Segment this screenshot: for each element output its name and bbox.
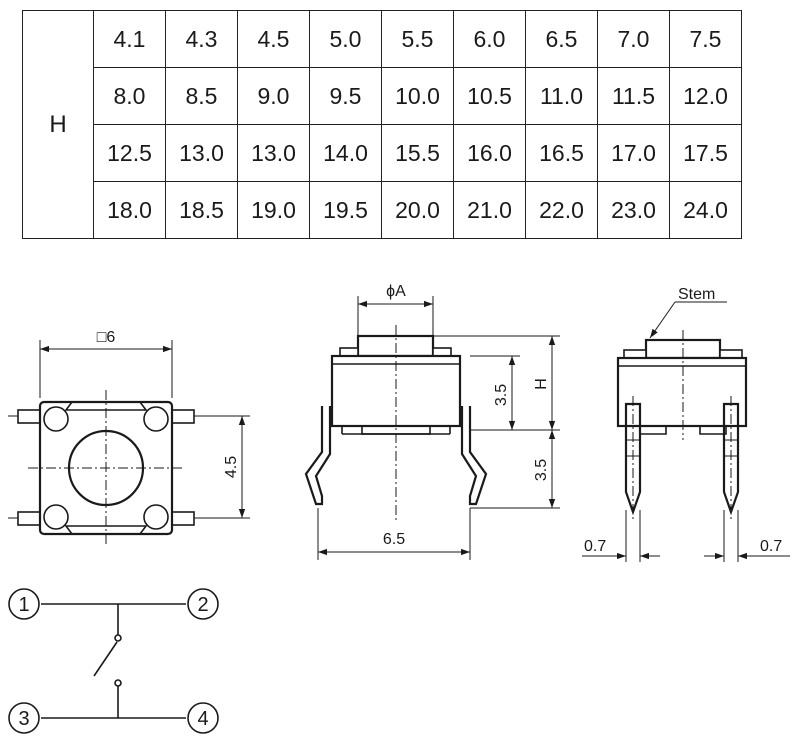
corner-boss [143,406,169,432]
pin-1-label: 1 [18,594,29,616]
body-chamfer [64,525,148,535]
table-cell: 7.5 [669,10,742,68]
pin-3-marker [8,702,40,734]
table-cell: 7.0 [597,10,670,68]
table-row: 18.0 18.5 19.0 19.5 20.0 21.0 22.0 23.0 … [23,181,742,239]
lead-span-label: 6.5 [383,531,405,548]
body-ledge [432,347,452,357]
pin-3-label: 3 [18,708,29,730]
side-view: Stem 0.7 0.7 [582,286,790,562]
table-cell: 5.5 [381,10,454,68]
table-cell: 17.5 [669,124,742,182]
table-cell: 12.5 [93,124,166,182]
corner-boss [143,504,169,530]
table-cell: 6.5 [525,10,598,68]
pin-1-marker [8,588,40,620]
body-ledge [339,347,359,357]
table-cell: 20.0 [381,181,454,239]
body-ledge [719,349,743,359]
table-cell: 8.5 [165,67,238,125]
body-chamfer [64,401,148,411]
switch-lever [93,641,118,677]
switch-schematic: 1 2 3 4 [8,588,219,734]
pitch-label: 4.5 [223,456,240,478]
height-table: H 4.1 4.3 4.5 5.0 5.5 6.0 6.5 7.0 7.5 8.… [22,10,742,239]
top-view: □6 4.5 [8,329,250,546]
table-cell: 10.5 [453,67,526,125]
table-cell: 18.0 [93,181,166,239]
table-cell: 23.0 [597,181,670,239]
table-row: 12.5 13.0 13.0 14.0 15.5 16.0 16.5 17.0 … [23,124,742,182]
contact-point [114,679,122,687]
table-cell: 21.0 [453,181,526,239]
right-lead [460,406,488,506]
pin-4-label: 4 [197,708,208,730]
pin-tab [169,511,195,526]
table-cell: 9.5 [309,67,382,125]
stem-diameter-label: ϕA [386,283,406,300]
corner-boss [43,504,69,530]
table-cell: 8.0 [93,67,166,125]
pin-tab [17,511,43,526]
stem-leader [649,301,676,339]
front-view: ϕA 6.5 3.5 H 3.5 [304,283,560,560]
row-label-h: H [22,10,94,239]
table-cell: 4.3 [165,10,238,68]
pin-2-label: 2 [197,594,208,616]
corner-boss [43,406,69,432]
lead-width-label-right: 0.7 [760,538,782,555]
table-cell: 11.5 [597,67,670,125]
pin-tab [169,409,195,424]
table-cell: 22.0 [525,181,598,239]
right-lead [722,402,740,516]
table-cell: 16.5 [525,124,598,182]
table-cell: 9.0 [237,67,310,125]
table-cell: 24.0 [669,181,742,239]
total-height-label: H [533,378,550,390]
lead-length-label: 3.5 [533,459,550,481]
contact-point [114,634,122,642]
table-cell: 19.5 [309,181,382,239]
lead-width-label-left: 0.7 [584,538,606,555]
switch-body [616,356,748,428]
table-cell: 16.0 [453,124,526,182]
table-cell: 17.0 [597,124,670,182]
left-lead [304,406,332,506]
pin-4-marker [187,702,219,734]
stem-label: Stem [678,286,715,303]
pin-tab [17,409,43,424]
table-cell: 12.0 [669,67,742,125]
table-cell: 14.0 [309,124,382,182]
body-height-label: 3.5 [493,384,510,406]
table-cell: 11.0 [525,67,598,125]
pin-2-marker [187,588,219,620]
left-lead [624,402,642,516]
width-label: □6 [97,329,116,346]
table-row: 8.0 8.5 9.0 9.5 10.0 10.5 11.0 11.5 12.0 [23,67,742,125]
body-ledge [623,349,647,359]
table-cell: 4.1 [93,10,166,68]
